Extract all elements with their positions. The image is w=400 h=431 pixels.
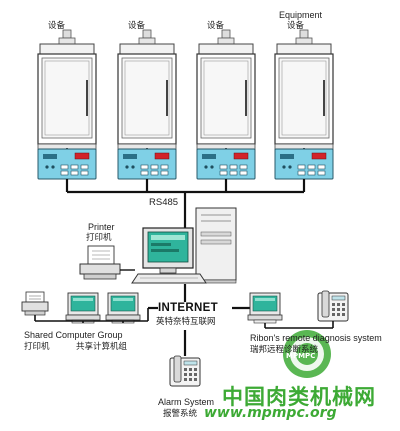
shared-group-wires — [34, 308, 149, 323]
watermark-logo — [283, 330, 331, 378]
alarm-label-cn: 报警系统 — [163, 409, 198, 419]
internet-trunk — [148, 284, 250, 356]
rs485-bus — [65, 179, 306, 228]
internet-label: INTERNET — [158, 302, 218, 314]
equipment-label-2: 设备 — [128, 21, 146, 31]
alarm-phone — [169, 355, 201, 387]
shared-printer — [21, 291, 49, 316]
watermark-logo-text: MPMPC — [286, 352, 315, 360]
shared-pc-1 — [65, 292, 101, 324]
shared-group-label: Shared Computer Group — [24, 330, 123, 340]
internet-label-cn: 英特奈特互联网 — [156, 317, 216, 327]
equipment-unit-2 — [117, 29, 177, 151]
rs485-label: RS485 — [149, 197, 179, 208]
controller-panel-3 — [196, 148, 256, 180]
main-printer — [79, 245, 135, 280]
equipment-unit-4 — [274, 29, 334, 151]
diagnosis-label: Ribon's remote diagnosis system — [250, 333, 382, 343]
watermark-url: www.mpmpc.org — [204, 405, 337, 421]
equipment-label-3: 设备 — [207, 21, 225, 31]
printer-label-cn: 打印机 — [86, 233, 112, 243]
printer-label-en: Printer — [88, 222, 115, 232]
shared-group-label-cn: 共享计算机组 — [76, 342, 128, 352]
shared-pc-2 — [105, 292, 141, 324]
oven-controller-wires — [66, 148, 305, 150]
tower-computer — [195, 207, 237, 284]
controller-panel-4 — [274, 148, 334, 180]
equipment-unit-3 — [196, 29, 256, 151]
equipment-label-1: 设备 — [48, 21, 66, 31]
equipment-label-en: Equipment — [279, 10, 323, 20]
controller-panel-2 — [117, 148, 177, 180]
diagnosis-pc — [247, 292, 283, 324]
diagnosis-phone — [317, 290, 349, 322]
diagnosis-wires — [264, 321, 334, 329]
main-monitor — [131, 227, 207, 284]
alarm-label: Alarm System — [158, 397, 215, 407]
equipment-label-4: 设备 — [287, 21, 305, 31]
controller-panel-1 — [37, 148, 97, 180]
equipment-unit-1 — [37, 29, 97, 151]
shared-printer-label-cn: 打印机 — [24, 342, 50, 352]
watermark-title: 中国肉类机械网 — [222, 385, 376, 409]
diagnosis-label-cn: 瑞邦远程诊断系统 — [250, 345, 319, 355]
